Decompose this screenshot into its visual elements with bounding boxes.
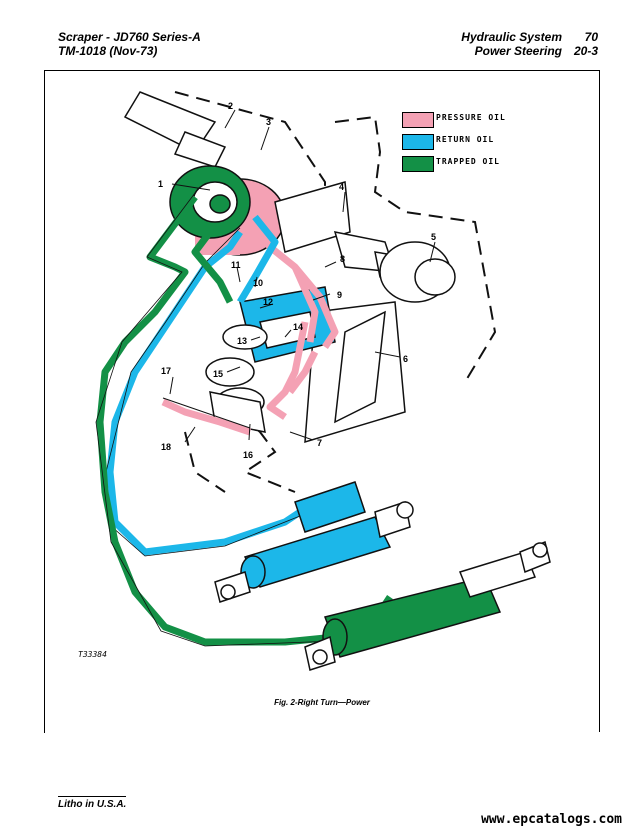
hydraulic-diagram: 1 2 3 4 5 6 7 8 9 10 11 12 13 14 15 16 1…	[95, 91, 551, 671]
legend-label-return: RETURN OIL	[436, 135, 495, 144]
callout-1: 1	[158, 179, 163, 189]
manual-id: TM-1018 (Nov-73)	[58, 44, 158, 58]
trapped-lines-outline	[95, 192, 381, 647]
return-swatch	[402, 134, 434, 150]
trapped-swatch	[402, 156, 434, 172]
legend-item-trapped: TRAPPED OIL	[402, 156, 602, 172]
callout-11: 11	[231, 260, 241, 270]
header-rule	[44, 70, 600, 71]
header-right: Hydraulic System 70 Power Steering 20-3	[461, 30, 598, 58]
callout-13: 13	[237, 336, 247, 346]
legend-item-return: RETURN OIL	[402, 134, 602, 150]
section-line: Hydraulic System 70	[461, 30, 598, 44]
legend-label-trapped: TRAPPED OIL	[436, 157, 500, 166]
callout-15: 15	[213, 369, 223, 379]
footer-litho: Litho in U.S.A.	[58, 799, 127, 810]
pressure-lines-outline	[162, 397, 251, 429]
callout-10: 10	[253, 278, 263, 288]
callout-9: 9	[337, 290, 342, 300]
frame-corner	[44, 732, 45, 733]
callout-5: 5	[431, 232, 436, 242]
figure-id: T33384	[78, 650, 107, 659]
callout-16: 16	[243, 450, 253, 460]
callout-2: 2	[228, 101, 233, 111]
section-number: 70	[584, 30, 598, 44]
left-frame-rule	[44, 70, 45, 732]
subsection-title: Power Steering	[474, 44, 562, 58]
callout-14: 14	[293, 322, 303, 332]
callout-12: 12	[263, 297, 273, 307]
section-title: Hydraulic System	[461, 30, 562, 44]
callout-17: 17	[161, 366, 171, 376]
right-frame-rule	[599, 70, 600, 732]
legend-label-pressure: PRESSURE OIL	[436, 113, 506, 122]
green-cylinder	[304, 540, 551, 671]
subsection-line: Power Steering 20-3	[461, 44, 598, 58]
callout-4: 4	[339, 182, 344, 192]
callout-leaders	[169, 109, 436, 443]
legend-item-pressure: PRESSURE OIL	[402, 112, 602, 128]
page-number: 20-3	[573, 44, 598, 58]
watermark-url: www.epcatalogs.com	[481, 812, 622, 827]
steering-column	[123, 91, 227, 168]
figure-caption: Fig. 2-Right Turn—Power	[274, 698, 370, 707]
footer-rule	[58, 796, 126, 797]
return-lines-outline	[105, 227, 301, 557]
callout-18: 18	[161, 442, 171, 452]
callout-8: 8	[340, 254, 345, 264]
pressure-swatch	[402, 112, 434, 128]
header-left: Scraper - JD760 Series-A TM-1018 (Nov-73…	[58, 30, 201, 58]
callout-3: 3	[266, 117, 271, 127]
callout-numbers: 1 2 3 4 5 6 7 8 9 10 11 12 13 14 15 16 1…	[158, 101, 436, 460]
callout-6: 6	[403, 354, 408, 364]
machine-title: Scraper - JD760 Series-A	[58, 30, 201, 44]
trapped-lines	[96, 194, 393, 646]
blue-cylinder	[214, 481, 414, 603]
callout-7: 7	[317, 438, 322, 448]
pressure-lines	[161, 219, 339, 436]
